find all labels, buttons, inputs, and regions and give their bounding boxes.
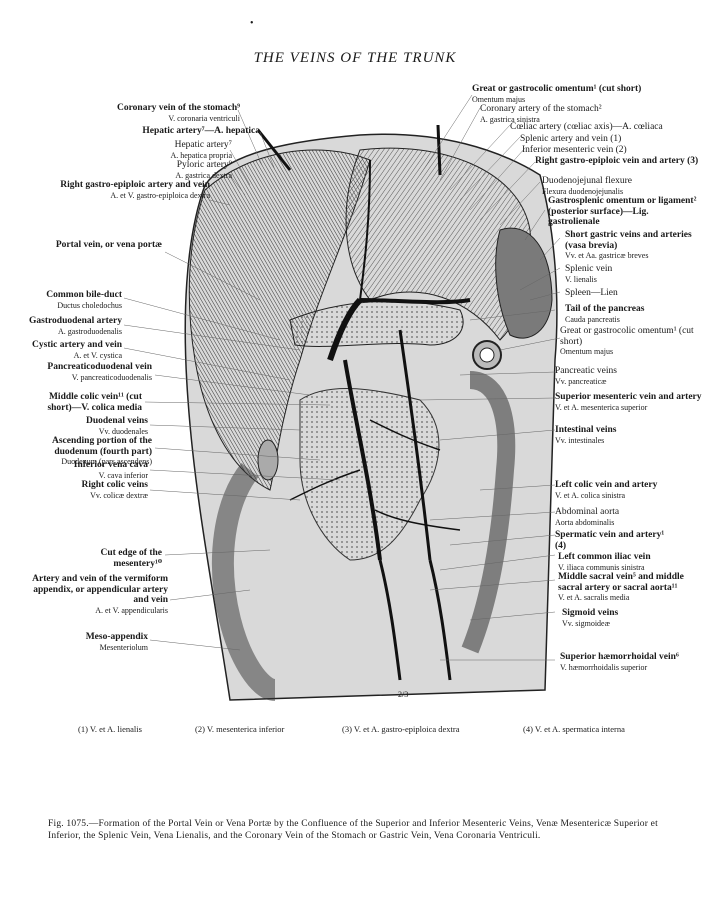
label-splenic-artery-vein: Splenic artery and vein (1): [520, 134, 622, 144]
label-great-omentum-top: Great or gastrocolic omentum¹ (cut short…: [472, 84, 642, 104]
small-intestine: [299, 387, 440, 561]
leader-lines: [123, 109, 341, 651]
label-short-gastric: Short gastric veins and arteries (vasa b…: [565, 230, 692, 260]
probe-right: [436, 124, 442, 176]
page-title: THE VEINS OF THE TRUNK: [253, 50, 457, 66]
label-ascending-duodenum: Ascending portion of the duodenum (fourt…: [51, 436, 152, 466]
footnote-3: (3) V. et A. gastro-epiploica dextra: [342, 724, 460, 734]
label-spermatic-vein: Spermatic vein and artery¹ (4): [555, 530, 665, 551]
label-gastrosplenic-omentum: Gastrosplenic omentum or ligament² (post…: [548, 196, 697, 227]
label-coeliac-artery: Cœliac artery (cœliac axis)—A. cœliaca: [510, 122, 663, 132]
label-inferior-mesenteric-vein: Inferior mesenteric vein (2): [522, 145, 627, 155]
probe-left: [256, 129, 292, 171]
descending-colon: [461, 371, 516, 654]
label-portal-vein: Portal vein, or vena portæ: [55, 240, 162, 250]
liver: [188, 149, 371, 491]
stomach: [345, 147, 532, 341]
label-right-gastro-epiploic-r: Right gastro-epiploic vein and artery (3…: [535, 156, 699, 166]
label-spleen: Spleen—Lien: [565, 288, 618, 298]
label-great-omentum-r: Great or gastrocolic omentum¹ (cut short…: [560, 326, 694, 356]
footnote-2: (2) V. mesenterica inferior: [195, 724, 285, 734]
footnote-1: (1) V. et A. lienalis: [78, 724, 142, 734]
spleen: [495, 227, 553, 339]
ink-dot: •: [250, 18, 254, 29]
label-cut-edge-mesentery: Cut edge of the mesentery¹⁰: [100, 548, 162, 569]
portal-system: [289, 159, 471, 681]
scale-mark: 2/3: [398, 690, 409, 699]
label-middle-sacral: Middle sacral vein⁵ and middle sacral ar…: [558, 572, 684, 602]
label-appendicular-artery: Artery and vein of the vermiform appendi…: [32, 574, 168, 615]
label-middle-colic-vein: Middle colic vein¹¹ (cut short)—V. colic…: [47, 392, 142, 413]
gallbladder: [257, 439, 279, 481]
label-hepatic-artery: Hepatic artery⁷—A. hepatica: [142, 126, 260, 136]
footnote-4: (4) V. et A. spermatica interna: [523, 724, 625, 734]
figure-caption: Fig. 1075.—Formation of the Portal Vein …: [48, 819, 658, 841]
ascending-colon: [211, 462, 278, 701]
